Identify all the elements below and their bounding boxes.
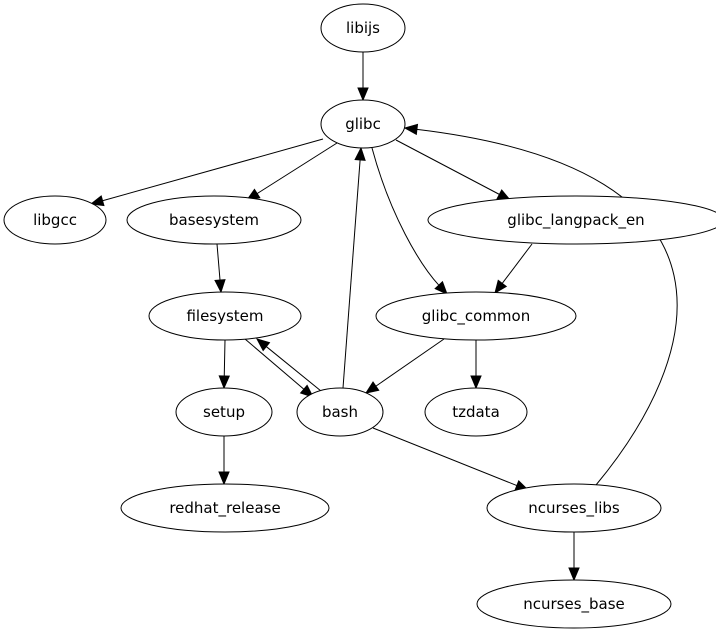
arrowhead-icon (470, 375, 482, 390)
arrowhead-icon (354, 146, 366, 161)
edge-glibc_langpack_en-to-glibc_common (494, 243, 533, 295)
edge-line (501, 243, 533, 285)
edge-line (374, 338, 445, 388)
edge-line (265, 345, 322, 392)
arrowhead-icon (214, 279, 226, 294)
edge-ncurses_libs-to-glibc (403, 123, 678, 486)
edge-line (216, 243, 221, 282)
edge-line (101, 138, 324, 202)
node-label: libgcc (33, 211, 77, 229)
arrowhead-icon (434, 280, 448, 295)
edge-libijs-to-glibc (357, 52, 369, 102)
edge-glibc-to-basesystem (245, 142, 338, 201)
node-label: bash (322, 403, 358, 421)
edge-bash-to-ncurses_libs (372, 427, 530, 491)
edge-line (244, 338, 305, 391)
arrowhead-icon (299, 384, 314, 398)
arrowhead-icon (89, 195, 105, 207)
node-glibc[interactable]: glibc (320, 99, 406, 149)
node-label: basesystem (169, 211, 259, 229)
node-redhat-release[interactable]: redhat_release (120, 483, 330, 533)
edge-line (223, 339, 226, 378)
node-label: libijs (346, 19, 380, 37)
node-libijs[interactable]: libijs (320, 3, 406, 53)
edge-setup-to-redhat_release (218, 436, 230, 486)
node-tzdata[interactable]: tzdata (424, 387, 528, 437)
node-label: ncurses_base (523, 595, 625, 614)
node-label: ncurses_libs (528, 499, 620, 518)
arrowhead-icon (218, 375, 231, 390)
edge-basesystem-to-filesystem (214, 243, 226, 294)
arrowhead-icon (568, 567, 580, 582)
nodes-layer: libijs glibc libgcc basesystem glibc_langpac… (3, 3, 716, 629)
edge-filesystem-to-bash (244, 338, 314, 398)
edge-glibc-to-glibc_langpack_en (395, 139, 512, 201)
edge-filesystem-to-setup (218, 339, 231, 390)
node-setup[interactable]: setup (175, 387, 273, 437)
node-label: filesystem (186, 307, 263, 325)
node-glibc-langpack-en[interactable]: glibc_langpack_en (427, 195, 716, 245)
node-label: glibc_common (422, 307, 530, 326)
arrowhead-icon (357, 87, 369, 102)
node-ellipse (424, 387, 528, 437)
node-ellipse (296, 387, 384, 437)
node-ellipse (427, 195, 716, 245)
arrowhead-icon (255, 338, 271, 352)
node-label: tzdata (452, 403, 500, 421)
arrowhead-icon (403, 123, 419, 136)
arrowhead-icon (494, 279, 508, 295)
edge-ncurses_libs-to-ncurses_base (568, 532, 580, 582)
node-ellipse (175, 387, 273, 437)
edge-line (395, 139, 501, 196)
edge-bash-to-glibc (342, 146, 366, 389)
node-ellipse (148, 291, 302, 341)
node-label: redhat_release (169, 499, 280, 518)
node-basesystem[interactable]: basesystem (126, 195, 302, 245)
node-label: glibc (345, 115, 381, 133)
node-ellipse (320, 3, 406, 53)
edge-line (256, 142, 338, 195)
edge-glibc_common-to-bash (364, 338, 445, 394)
node-label: glibc_langpack_en (507, 211, 644, 230)
edge-line (371, 147, 440, 287)
node-ellipse (486, 483, 662, 533)
node-label: setup (203, 403, 245, 421)
edge-line (415, 128, 678, 486)
edge-line (342, 158, 361, 389)
edge-glibc-to-glibc_common (371, 147, 448, 295)
arrowhead-icon (364, 381, 380, 394)
edge-glibc-to-libgcc (89, 138, 324, 207)
node-ellipse (120, 483, 330, 533)
node-filesystem[interactable]: filesystem (148, 291, 302, 341)
node-libgcc[interactable]: libgcc (3, 195, 107, 245)
node-ellipse (476, 579, 672, 629)
arrowhead-icon (218, 471, 230, 486)
node-bash[interactable]: bash (296, 387, 384, 437)
node-glibc-common[interactable]: glibc_common (375, 291, 577, 341)
node-ellipse (3, 195, 107, 245)
node-ncurses-base[interactable]: ncurses_base (476, 579, 672, 629)
node-ellipse (126, 195, 302, 245)
edge-line (372, 427, 518, 487)
edge-bash-to-filesystem (255, 338, 322, 392)
node-ellipse (375, 291, 577, 341)
edge-glibc_common-to-tzdata (470, 340, 482, 390)
node-ncurses-libs[interactable]: ncurses_libs (486, 483, 662, 533)
node-ellipse (320, 99, 406, 149)
edges-layer (89, 52, 678, 582)
